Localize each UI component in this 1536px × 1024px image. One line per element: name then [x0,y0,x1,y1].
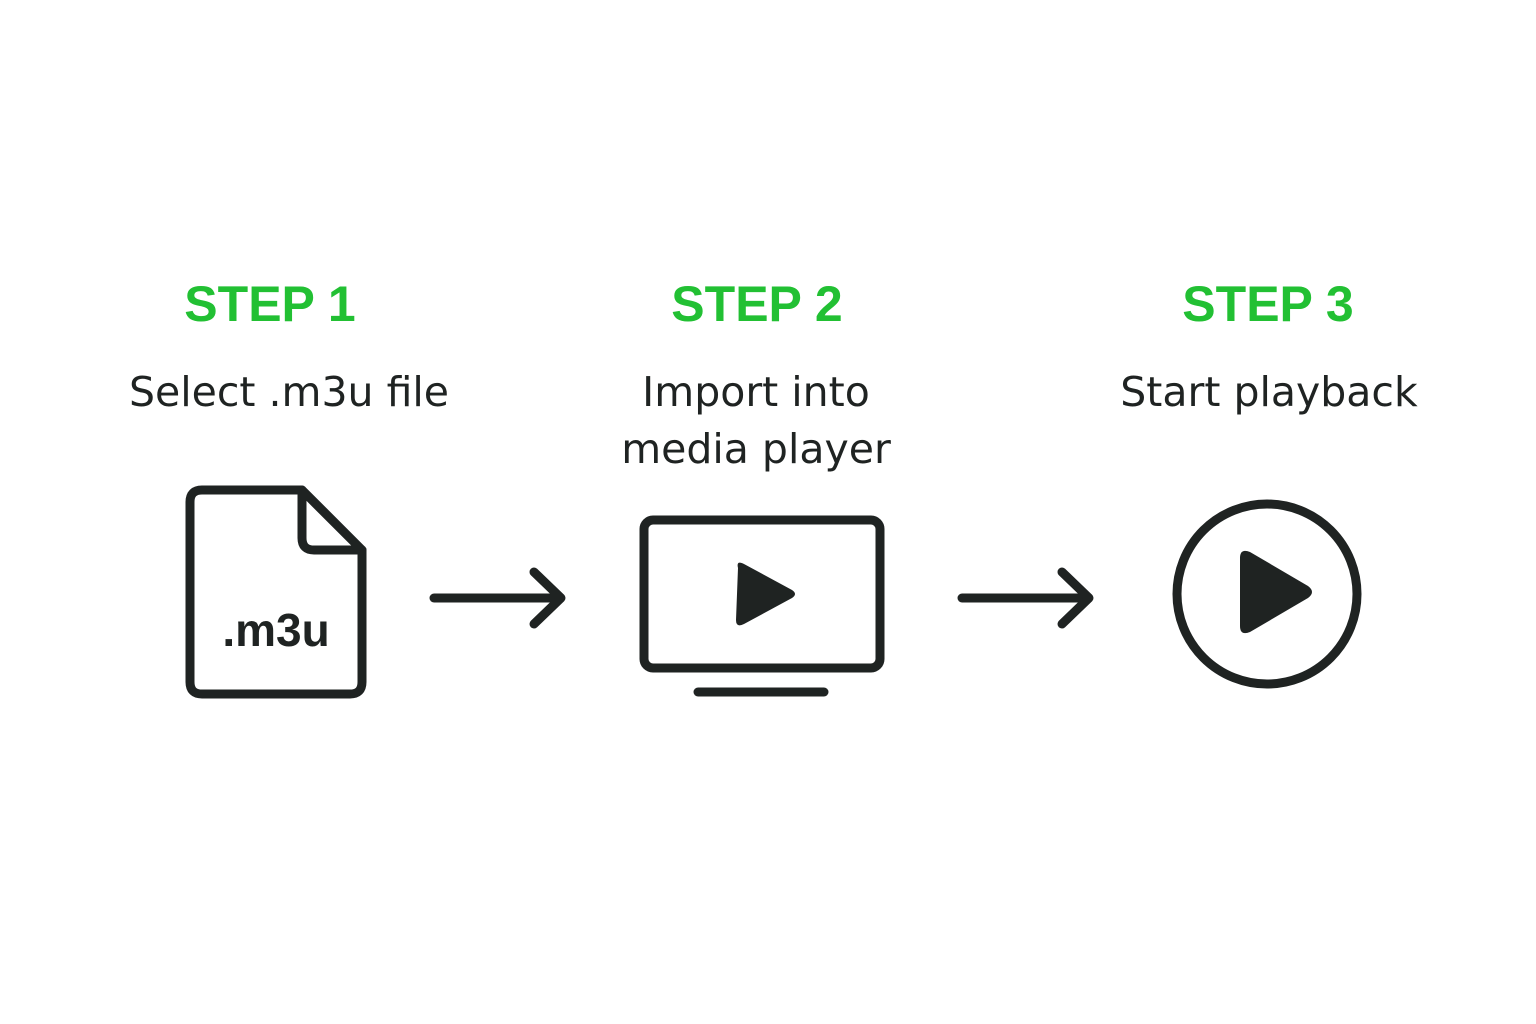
step-3-heading: STEP 3 [1182,276,1354,332]
file-icon: .m3u [185,485,367,699]
step-2-description-line-1: Import into [642,368,870,416]
circle-play-icon [1172,499,1362,689]
step-2-heading: STEP 2 [671,276,843,332]
step-3-description: Start playback [1120,364,1417,421]
step-2-description: Import into media player [621,364,891,478]
arrow-right-icon [957,567,1094,629]
monitor-play-icon [639,515,885,697]
arrow-right-icon [429,567,566,629]
step-2-description-line-2: media player [621,425,891,473]
play-triangle-icon [736,562,795,626]
file-extension-label: .m3u [222,604,329,656]
step-1-description: Select .m3u file [129,364,449,421]
play-triangle-icon [1240,550,1312,634]
step-3-description-line-1: Start playback [1120,368,1418,416]
step-1-heading: STEP 1 [184,276,356,332]
step-1-description-line-1: Select .m3u file [128,368,450,416]
